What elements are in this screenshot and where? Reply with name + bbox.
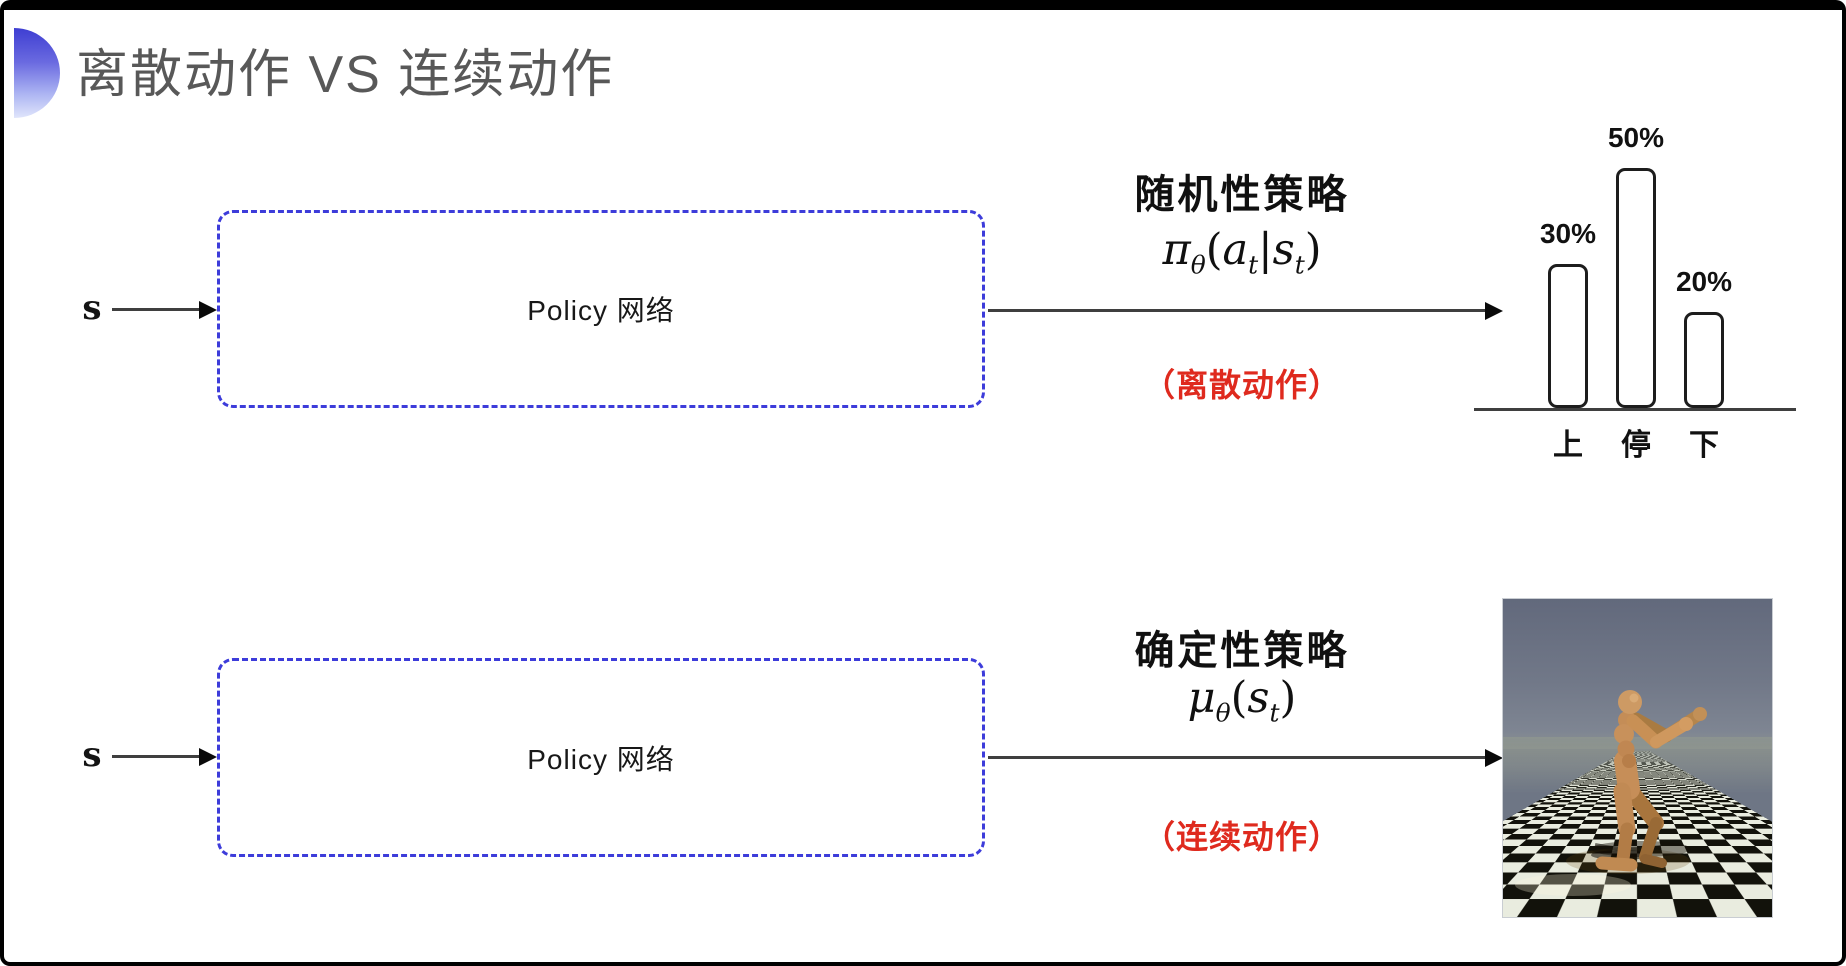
page-title: 离散动作 VS 连续动作	[76, 32, 614, 107]
arrow-head-icon	[1485, 749, 1503, 767]
bar-value-label: 50%	[1596, 122, 1676, 154]
state-input-label: s	[70, 735, 114, 775]
action-probability-chart: 30% 上 50% 停 20% 下	[1474, 100, 1796, 472]
bar-category-label: 下	[1684, 420, 1724, 464]
chart-bar	[1684, 312, 1724, 408]
policy-network-label: Policy 网络	[527, 738, 674, 778]
policy-network-box: Policy 网络	[217, 210, 985, 408]
bar-category-label: 停	[1616, 420, 1656, 464]
bar-value-label: 20%	[1664, 266, 1744, 298]
humanoid-robot-figure	[1503, 599, 1772, 917]
action-type-note: （离散动作）	[1082, 360, 1402, 406]
chart-bar	[1616, 168, 1656, 408]
policy-formula: πθ(at|st)	[1082, 226, 1402, 275]
policy-network-label: Policy 网络	[527, 289, 674, 329]
output-arrow	[988, 309, 1488, 312]
policy-formula: μθ(st)	[1082, 674, 1402, 723]
arrow-head-icon	[199, 748, 217, 766]
chart-axis	[1474, 408, 1796, 411]
bar-category-label: 上	[1548, 420, 1588, 464]
state-input-label: s	[70, 288, 114, 328]
input-arrow	[112, 308, 208, 311]
policy-type-label: 确定性策略	[1082, 618, 1402, 676]
arrow-head-icon	[199, 301, 217, 319]
input-arrow	[112, 755, 208, 758]
policy-network-box: Policy 网络	[217, 658, 985, 857]
bar-value-label: 30%	[1528, 218, 1608, 250]
chart-bar	[1548, 264, 1588, 408]
output-arrow	[988, 756, 1488, 759]
action-type-note: （连续动作）	[1082, 812, 1402, 858]
policy-type-label: 随机性策略	[1082, 162, 1402, 220]
title-bullet-decoration	[14, 28, 60, 118]
humanoid-simulation-image	[1502, 598, 1773, 918]
